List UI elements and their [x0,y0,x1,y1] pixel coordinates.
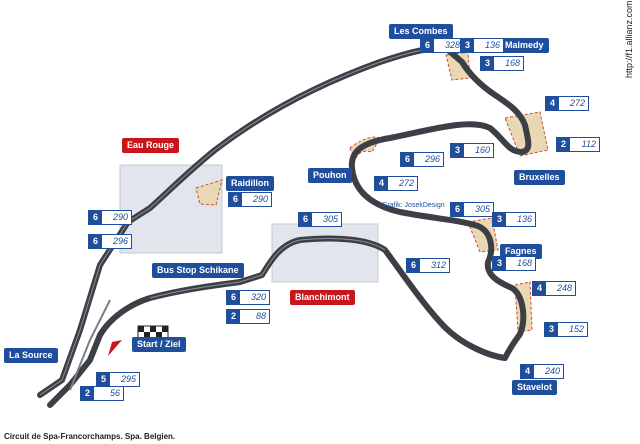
graphic-credit: Grafik: JosekDesign [382,202,445,209]
label-pouhon: Pouhon [308,168,352,183]
label-blanchimont: Blanchimont [290,290,355,305]
source-url: http://f1.allianz.com [624,0,634,78]
label-malmedy: Malmedy [500,38,549,53]
pit-lane [69,299,111,391]
caption: Circuit de Spa-Francorchamps. Spa. Belgi… [4,432,176,441]
label-eau-rouge: Eau Rouge [122,138,180,153]
checkered-flag-icon [137,325,169,339]
eau-rouge-zoom-box [119,164,223,254]
blanchimont-zoom-box [271,223,379,283]
label-bruxelles: Bruxelles [514,170,565,185]
label-fagnes: Fagnes [500,244,542,259]
direction-arrow-icon [108,340,122,356]
label-bus-stop: Bus Stop Schikane [152,263,244,278]
label-les-combes: Les Combes [389,24,453,39]
label-start-ziel: Start / Ziel [132,337,186,352]
label-raidillon: Raidillon [226,176,274,191]
label-la-source: La Source [4,348,58,363]
label-stavelot: Stavelot [512,380,558,395]
